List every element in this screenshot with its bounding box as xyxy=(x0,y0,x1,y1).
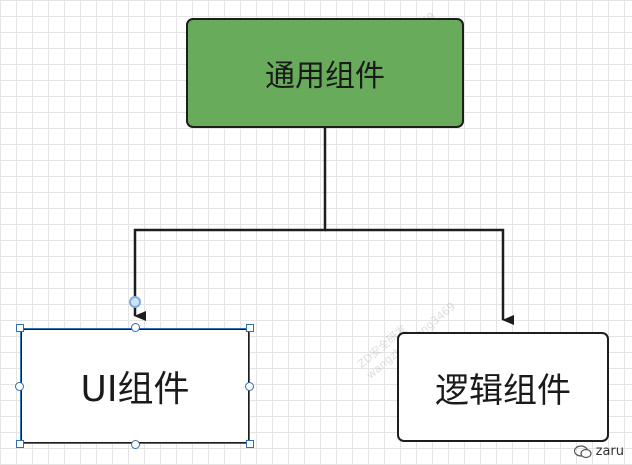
badge-text: zaru xyxy=(595,444,624,459)
node-general-components[interactable]: 通用组件 xyxy=(186,18,464,128)
node-ui-components[interactable]: UI组件 xyxy=(20,328,250,444)
node-label: 逻辑组件 xyxy=(435,370,571,411)
resize-handle-top-left[interactable] xyxy=(16,324,24,332)
resize-handle-top[interactable] xyxy=(131,323,140,332)
resize-handle-bottom-left[interactable] xyxy=(16,440,24,448)
resize-handle-top-right[interactable] xyxy=(246,324,254,332)
node-logic-components[interactable]: 逻辑组件 xyxy=(397,332,609,442)
rotate-handle[interactable] xyxy=(129,296,141,308)
resize-handle-right[interactable] xyxy=(245,382,254,391)
node-label: 通用组件 xyxy=(265,59,385,94)
connector-top-to-left[interactable] xyxy=(133,128,327,321)
resize-handle-bottom-right[interactable] xyxy=(246,440,254,448)
connector-top-to-right[interactable] xyxy=(325,228,514,325)
source-badge: zaru xyxy=(573,444,624,459)
node-label: UI组件 xyxy=(80,369,190,410)
resize-handle-bottom[interactable] xyxy=(131,440,140,449)
chat-bubble-icon xyxy=(573,444,592,458)
resize-handle-left[interactable] xyxy=(15,382,24,391)
